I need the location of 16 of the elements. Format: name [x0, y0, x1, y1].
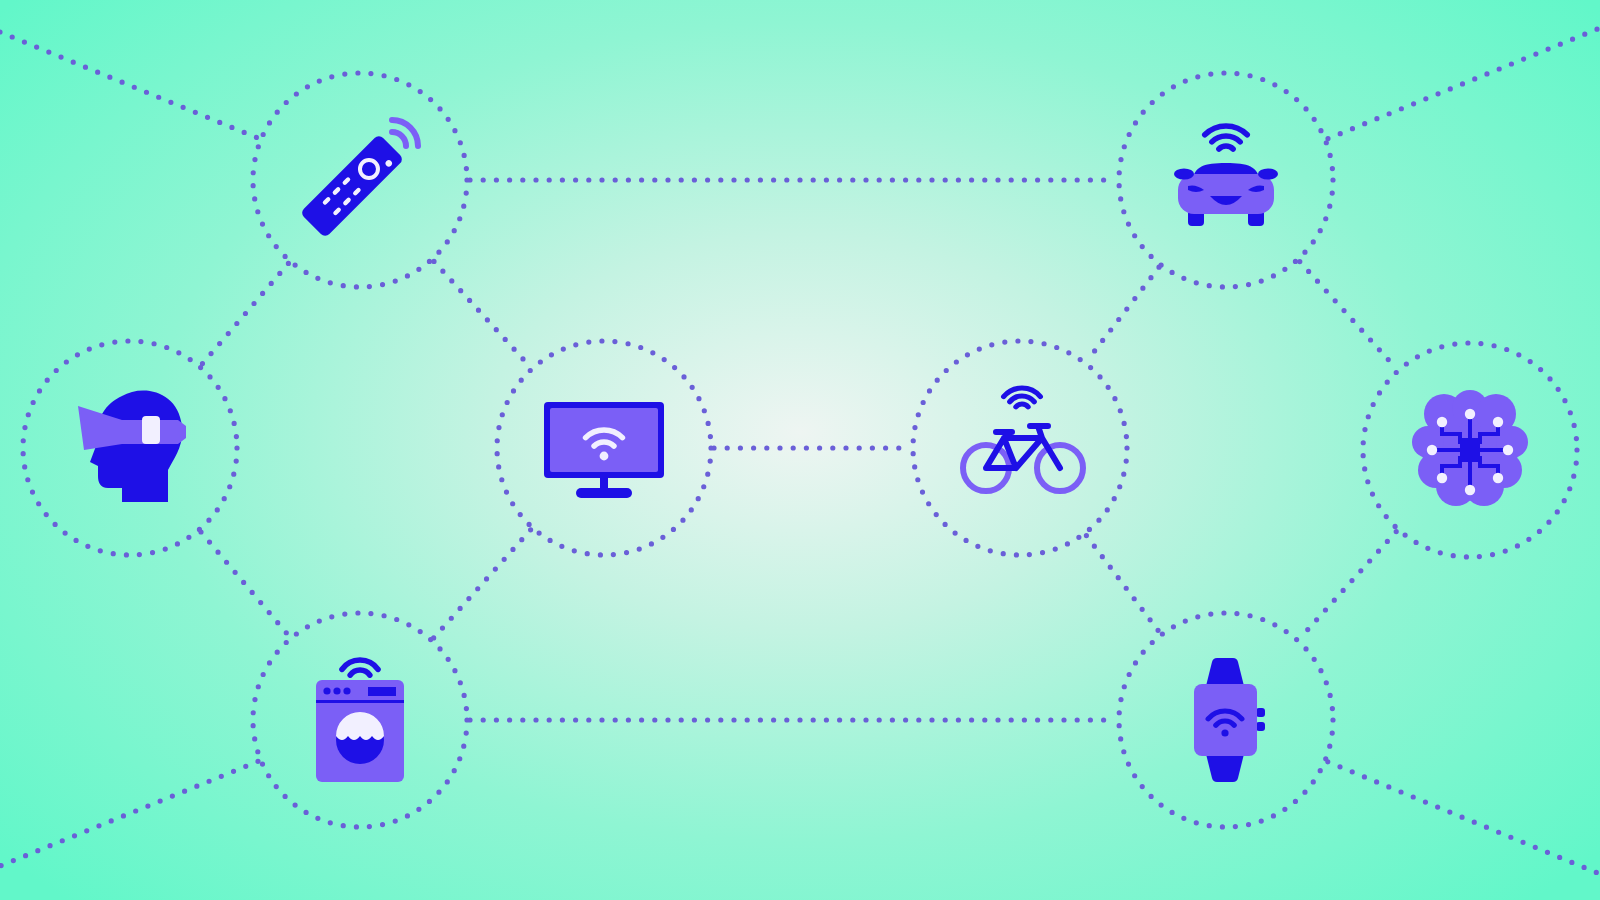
dotted-circle — [910, 338, 1130, 558]
dotted-connector — [0, 758, 261, 869]
dotted-connector — [1083, 533, 1163, 635]
dotted-circle — [250, 70, 470, 290]
dotted-connector — [0, 29, 261, 141]
dotted-connector — [430, 527, 534, 641]
dotted-circle — [20, 338, 240, 558]
dotted-connector — [1325, 25, 1600, 142]
dotted-circle — [494, 338, 714, 558]
dotted-circle — [1360, 340, 1580, 560]
dotted-connector — [198, 529, 292, 639]
dotted-connector — [1325, 759, 1600, 877]
dotted-connector — [199, 260, 291, 368]
dotted-circle — [1116, 70, 1336, 290]
dotted-circle — [1116, 610, 1336, 830]
dotted-circle — [250, 610, 470, 830]
